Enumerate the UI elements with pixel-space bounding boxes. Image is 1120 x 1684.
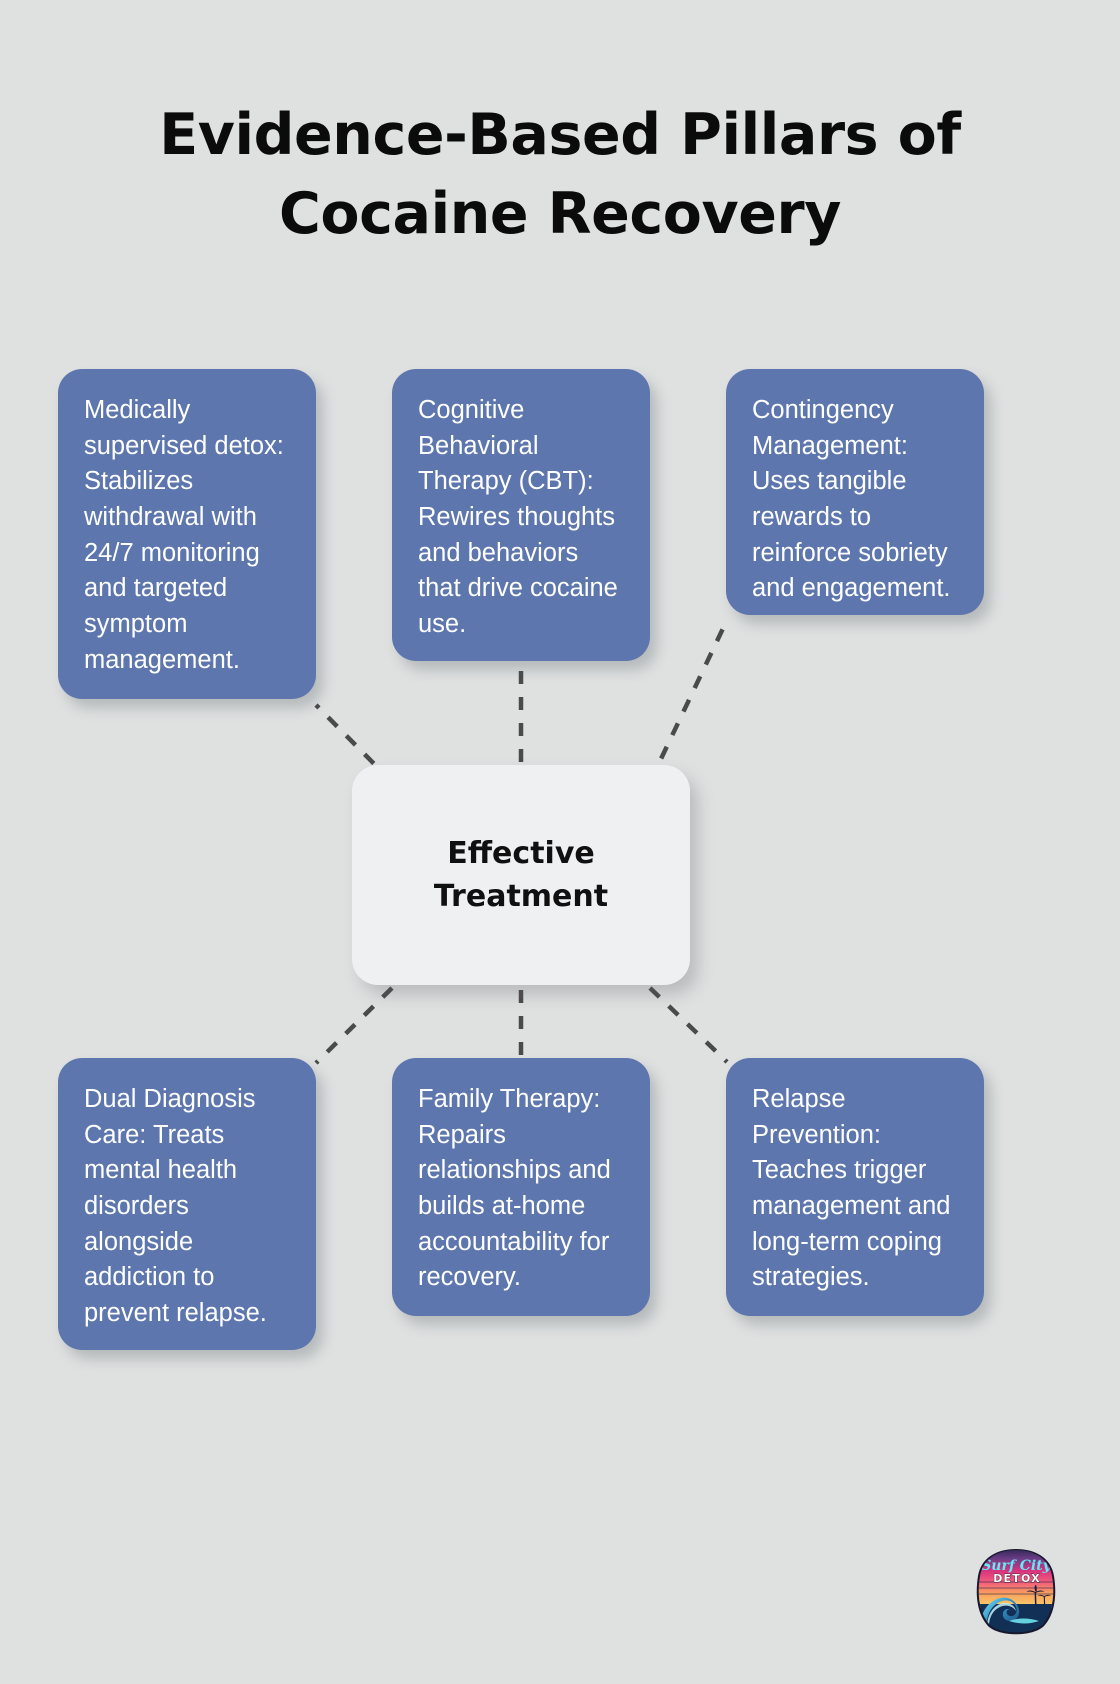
pillar-card-text: Family Therapy: Repairs relationships an…: [418, 1085, 611, 1292]
connector-center-to-contingency: [647, 619, 730, 783]
logo-palm-trees: [1026, 1584, 1052, 1605]
logo-sunset-sky: [978, 1550, 1054, 1608]
pillar-card-medically-supervised-detox[interactable]: Medically supervised detox: Stabilizes w…: [58, 369, 316, 699]
page-title: Evidence-Based Pillars of Cocaine Recove…: [0, 96, 1120, 253]
logo-sun-stripes: [978, 1581, 1054, 1595]
pillar-card-relapse-prevention[interactable]: Relapse Prevention: Teaches trigger mana…: [726, 1058, 984, 1316]
pillar-card-cognitive-behavioral-therapy[interactable]: Cognitive Behavioral Therapy (CBT): Rewi…: [392, 369, 650, 661]
pillar-card-text: Contingency Management: Uses tangible re…: [752, 396, 951, 603]
connector-center-to-dual-diagnosis: [314, 986, 394, 1065]
center-node-label-line-1: Effective: [447, 835, 595, 871]
center-node-label: Effective Treatment: [434, 832, 608, 919]
logo-shore: [1009, 1618, 1039, 1624]
logo-wave: [980, 1597, 1020, 1632]
pillar-card-contingency-management[interactable]: Contingency Management: Uses tangible re…: [726, 369, 984, 615]
pillar-card-dual-diagnosis-care[interactable]: Dual Diagnosis Care: Treats mental healt…: [58, 1058, 316, 1350]
logo-wave-foam: [986, 1602, 1016, 1632]
connector-center-to-detox: [314, 703, 394, 784]
page-title-line-2: Cocaine Recovery: [278, 180, 842, 247]
pillar-card-family-therapy[interactable]: Family Therapy: Repairs relationships an…: [392, 1058, 650, 1316]
pillar-card-text: Dual Diagnosis Care: Treats mental healt…: [84, 1085, 267, 1328]
center-node-effective-treatment[interactable]: Effective Treatment: [352, 765, 690, 985]
pillar-card-text: Cognitive Behavioral Therapy (CBT): Rewi…: [418, 396, 618, 639]
pillar-card-text: Relapse Prevention: Teaches trigger mana…: [752, 1085, 951, 1292]
page-title-line-1: Evidence-Based Pillars of: [159, 102, 961, 168]
connector-center-to-relapse-prevention: [648, 986, 729, 1064]
surf-city-detox-logo: Surf City DETOX: [976, 1549, 1056, 1635]
logo-sub-text: DETOX: [993, 1572, 1041, 1585]
center-node-label-line-2: Treatment: [433, 879, 609, 914]
logo-script-text: Surf City: [981, 1558, 1051, 1574]
pillar-card-text: Medically supervised detox: Stabilizes w…: [84, 396, 284, 674]
